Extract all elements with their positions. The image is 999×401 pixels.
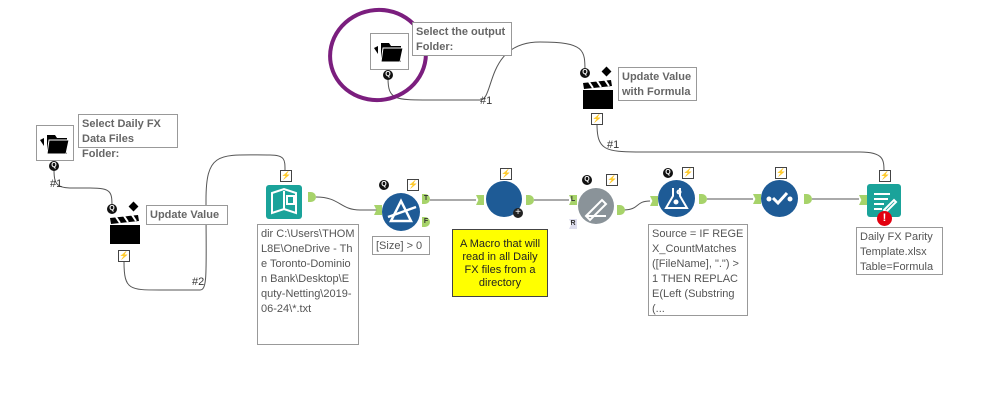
question-anchor-icon[interactable]: Q	[49, 161, 59, 171]
flask-icon	[664, 188, 689, 209]
input-anchor[interactable]	[374, 205, 382, 215]
question-anchor-icon[interactable]: Q	[383, 70, 393, 80]
bolt-icon[interactable]: ⚡	[407, 179, 419, 191]
wire-dir-filter	[315, 196, 378, 211]
comment-note: A Macro that will read in all Daily FX f…	[452, 229, 548, 297]
wire-join-formula	[622, 200, 651, 211]
folder-icon	[40, 135, 70, 155]
folder-browse-tool-2[interactable]	[370, 33, 409, 70]
false-anchor[interactable]: F	[422, 217, 430, 227]
folder-browse-tool-1[interactable]	[36, 125, 74, 161]
right-anchor[interactable]: R	[569, 219, 577, 229]
output-anchor[interactable]	[308, 192, 316, 202]
output-anchor[interactable]	[526, 195, 534, 205]
bolt-icon[interactable]: ⚡	[682, 167, 694, 179]
connection-tag: #1	[50, 178, 63, 190]
input-anchor[interactable]	[650, 196, 658, 206]
document-icon	[874, 193, 898, 214]
update-value-formula-tool[interactable]	[581, 79, 615, 110]
bolt-icon[interactable]: ⚡	[775, 167, 787, 179]
left-anchor[interactable]: L	[569, 195, 577, 205]
clapperboard-icon	[583, 79, 613, 109]
connection-tag: #1	[607, 139, 620, 151]
bolt-icon[interactable]: ⚡	[879, 170, 891, 182]
input-anchor[interactable]	[753, 194, 761, 204]
bolt-icon[interactable]: ⚡	[591, 113, 603, 125]
bolt-icon[interactable]: ⚡	[118, 250, 130, 262]
bolt-icon[interactable]: ⚡	[280, 170, 292, 182]
output-anchor[interactable]	[617, 205, 625, 215]
update-value-tool[interactable]	[108, 214, 142, 245]
filter-tool[interactable]	[382, 193, 420, 231]
dynamic-input-tool[interactable]	[578, 188, 614, 224]
formula-tool[interactable]	[658, 180, 695, 217]
clapperboard-icon	[110, 214, 140, 244]
filter-label: [Size] > 0	[372, 236, 430, 255]
filter-icon	[387, 198, 417, 223]
question-anchor-icon[interactable]: Q	[582, 175, 592, 185]
directory-tool[interactable]	[266, 185, 302, 219]
question-anchor-icon[interactable]: Q	[379, 180, 389, 190]
question-anchor-icon[interactable]: Q	[107, 204, 117, 214]
output-anchor[interactable]	[699, 194, 707, 204]
plus-icon: +	[513, 208, 523, 218]
wire-update-directory	[123, 154, 286, 291]
select-tool[interactable]	[761, 180, 798, 217]
bolt-icon[interactable]: ⚡	[606, 174, 618, 186]
connection-tag: #1	[480, 95, 493, 107]
input-anchor[interactable]	[859, 195, 867, 205]
bolt-icon[interactable]: ⚡	[500, 168, 512, 180]
formula-label: Source = IF REGEX_CountMatches([FileName…	[648, 224, 748, 316]
wire-folder1-update	[53, 169, 113, 209]
update-value-label: Update Value	[146, 205, 228, 225]
folder1-label: Select Daily FX Data Files Folder:	[78, 114, 178, 160]
wire-folder2-formula	[387, 41, 586, 101]
folder2-label: Select the output Folder:	[412, 22, 512, 56]
question-anchor-icon[interactable]: Q	[663, 168, 673, 178]
output-anchor[interactable]	[804, 194, 812, 204]
error-icon[interactable]: !	[877, 211, 892, 226]
connection-tag: #2	[192, 276, 205, 288]
check-icon	[766, 191, 793, 206]
book-icon	[271, 187, 297, 215]
update-formula-label: Update Value with Formula	[618, 67, 697, 101]
folder-icon	[374, 43, 404, 63]
directory-label: dir C:\Users\THOML8E\OneDrive - The Toro…	[257, 224, 359, 345]
input-anchor[interactable]	[476, 195, 484, 205]
wire-formula-output	[596, 123, 885, 173]
output-label: Daily FX Parity Template.xlsx Table=Form…	[856, 227, 943, 275]
true-anchor[interactable]: T	[422, 194, 430, 204]
pen-icon	[584, 198, 608, 222]
question-anchor-icon[interactable]: Q	[580, 68, 590, 78]
